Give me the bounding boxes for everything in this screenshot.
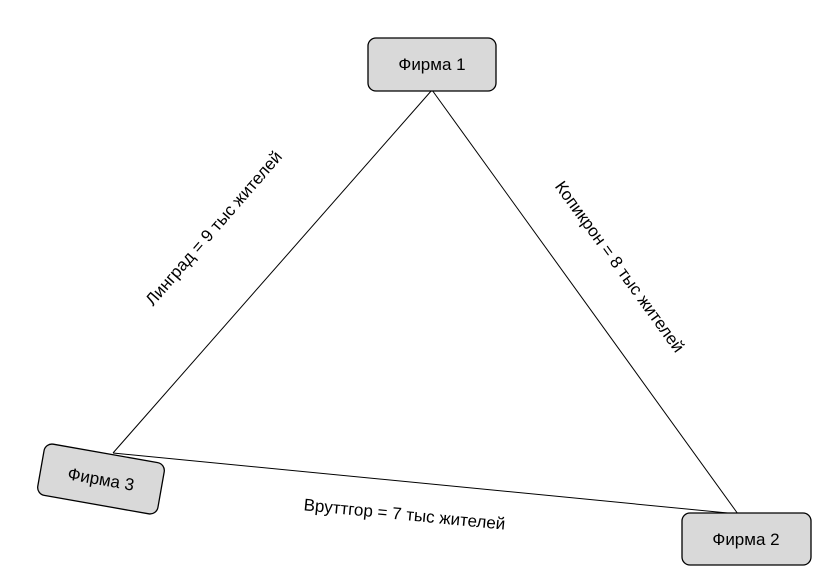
node-firm2-box [681,512,812,566]
edge-label-vruttgor: Вруттгор = 7 тыс жителей [303,495,506,533]
node-firm3-box [37,443,165,515]
node-firm1[interactable]: Фирма 1 [367,37,497,92]
edge-firm3-firm2 [112,452,739,515]
edge-label-lingrad: Линград = 9 тыс жителей [142,147,286,309]
edge-firm1-firm2 [431,89,739,515]
edge-firm1-firm3 [112,89,433,454]
node-firm2[interactable]: Фирма 2 [681,512,812,566]
node-firm1-label: Фирма 1 [398,55,465,74]
node-firm3[interactable]: Фирма 3 [36,443,165,515]
node-firm1-box [367,37,497,92]
node-firm2-label: Фирма 2 [712,530,779,549]
edge-label-kopikron: Копикрон = 8 тыс жителей [551,178,688,356]
